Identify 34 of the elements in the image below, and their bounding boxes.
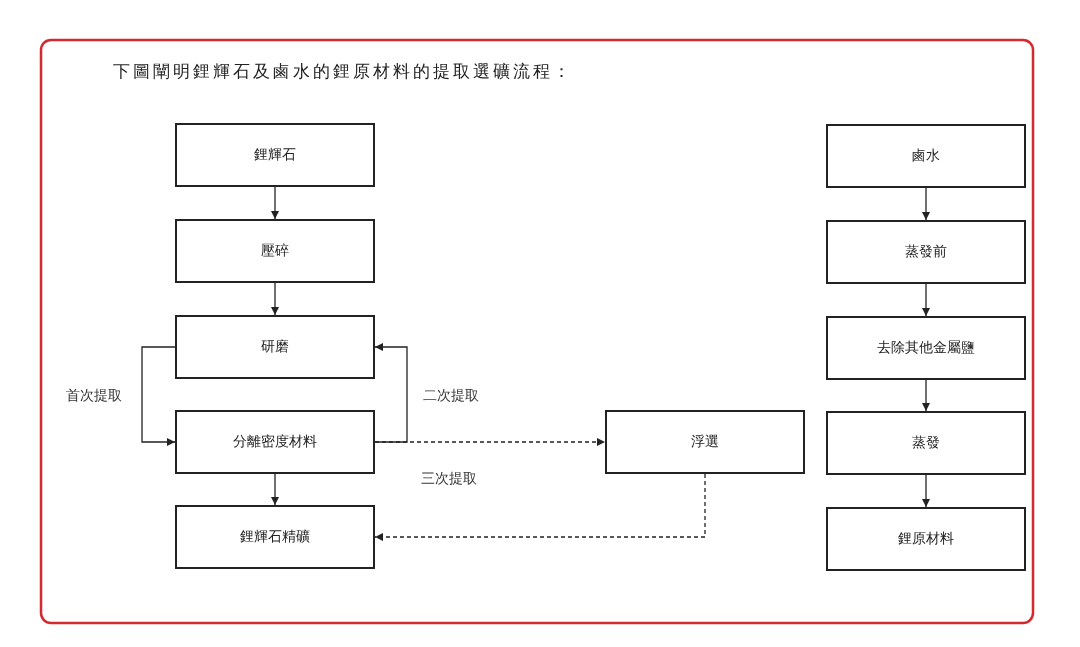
process-box [826, 411, 1026, 475]
arrow [374, 343, 408, 443]
box-text: 鹵水 [912, 147, 940, 165]
process-box [826, 507, 1026, 571]
arrow [922, 379, 930, 412]
arrow [271, 282, 279, 316]
process-box [175, 315, 375, 379]
box-text: 鋰原材料 [898, 530, 954, 548]
box-text: 鋰輝石 [254, 146, 296, 164]
process-box [826, 124, 1026, 188]
box-text: 壓碎 [261, 242, 289, 260]
box-text: 去除其他金屬鹽 [877, 339, 975, 357]
arrow [271, 473, 279, 506]
arrow [922, 283, 930, 317]
process-box [605, 410, 805, 474]
box-text: 蒸發前 [905, 243, 947, 261]
box-text: 蒸發 [912, 434, 940, 452]
arrow [922, 187, 930, 221]
box-text: 分離密度材料 [233, 433, 317, 451]
process-box [826, 220, 1026, 284]
process-box [826, 316, 1026, 380]
arrow [141, 346, 176, 446]
arrow [922, 474, 930, 508]
box-text: 研磨 [261, 338, 289, 356]
process-box [175, 505, 375, 569]
title: 下圖闡明鋰輝石及鹵水的鋰原材料的提取選礦流程： [113, 60, 573, 83]
box-text: 鋰輝石精礦 [240, 528, 310, 546]
arrow [374, 473, 706, 541]
process-box [175, 410, 375, 474]
arrow [271, 186, 279, 220]
process-box [175, 123, 375, 187]
arrow [374, 438, 606, 446]
box-text: 浮選 [691, 433, 719, 451]
process-box [175, 219, 375, 283]
